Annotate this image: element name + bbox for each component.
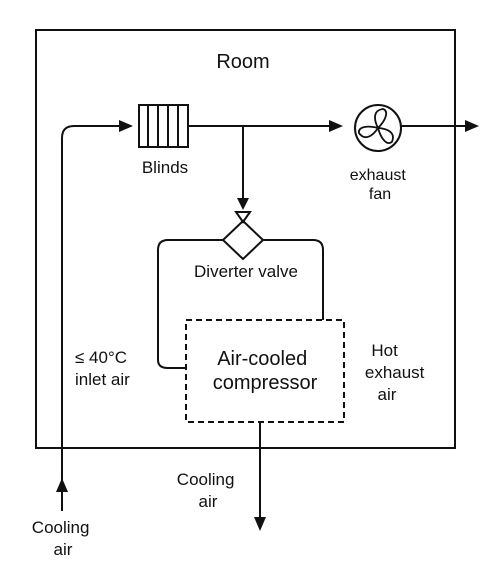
hot-exhaust-label: Hot exhaust air	[365, 341, 429, 404]
cooling-in-label-line-1: Cooling	[32, 518, 90, 537]
blinds-label: Blinds	[142, 158, 188, 177]
hot-exhaust-label-line-3: air	[378, 385, 397, 404]
compressor-label-line-2: compressor	[213, 372, 318, 394]
fan-icon	[354, 104, 402, 152]
fan-exhaust-arrow	[465, 120, 479, 132]
branch-to-valve-arrow	[237, 198, 249, 210]
compressor-label-line-1: Air-cooled	[217, 348, 307, 370]
fan-label-line-1: exhaust	[350, 167, 407, 184]
inlet-arrow-right	[119, 120, 133, 132]
inlet-arrow-up	[56, 478, 68, 492]
fan-label-line-2: fan	[369, 186, 391, 203]
diverter-valve-icon	[221, 211, 265, 261]
cooling-out-label-line-2: air	[199, 492, 218, 511]
hot-exhaust-label-line-2: exhaust	[365, 363, 425, 382]
fan-label: exhaust fan	[350, 167, 411, 203]
cooling-in-label-line-2: air	[54, 540, 73, 559]
cooling-in-label: Cooling air	[32, 518, 94, 559]
blinds-to-fan-arrow	[329, 120, 343, 132]
inlet-air-label-line-2: inlet air	[75, 370, 130, 389]
valve-right-loop	[263, 239, 324, 320]
compressor-label: Air-cooled compressor	[213, 348, 318, 394]
blinds-icon	[138, 104, 189, 148]
inlet-air-path	[61, 125, 122, 511]
inlet-air-label-line-1: ≤ 40°C	[75, 348, 127, 367]
room-boundary	[35, 29, 456, 449]
valve-label: Diverter valve	[194, 262, 298, 281]
hot-exhaust-label-line-1: Hot	[371, 341, 398, 360]
room-label: Room	[216, 51, 269, 73]
cooling-out-label-line-1: Cooling	[177, 470, 235, 489]
compressor-box	[185, 319, 345, 423]
cooling-out-arrow	[254, 517, 266, 531]
valve-left-loop	[157, 239, 223, 369]
cooling-out-label: Cooling air	[177, 470, 239, 511]
inlet-air-label: ≤ 40°C inlet air	[75, 348, 132, 389]
